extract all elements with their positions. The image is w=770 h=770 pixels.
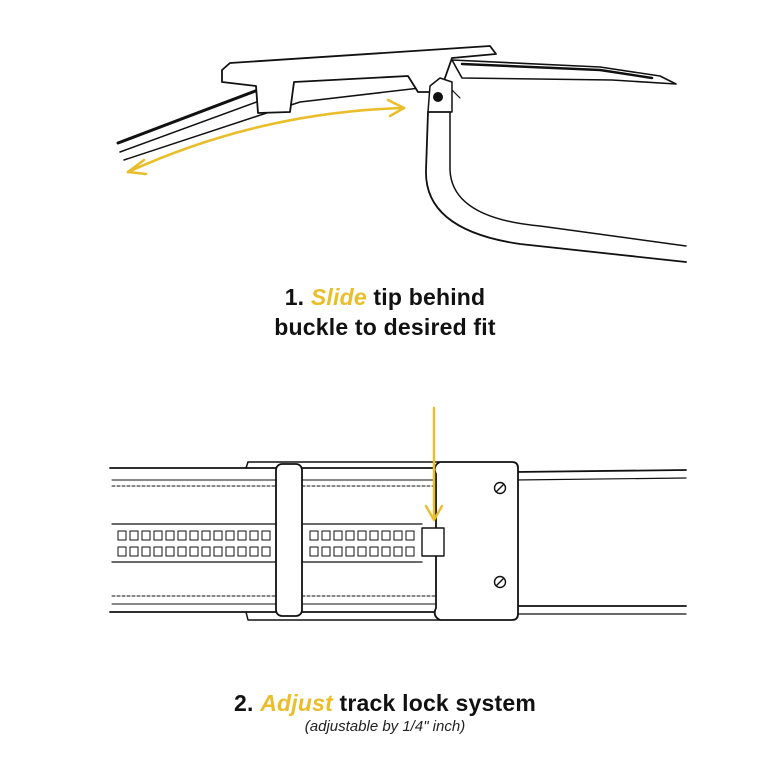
pivot-pin xyxy=(433,92,443,102)
step-1-rest: tip behind xyxy=(366,284,486,310)
track-hole xyxy=(225,530,235,541)
strap-loop-outer xyxy=(425,111,687,263)
track-hole xyxy=(357,530,367,541)
track-hole xyxy=(345,530,355,541)
step-2-caption: 2. Adjust track lock system xyxy=(0,688,770,718)
slide-tip-illustration xyxy=(0,0,770,270)
track-hole xyxy=(201,546,211,557)
track-hole xyxy=(345,546,355,557)
track-holes xyxy=(117,530,415,557)
belt-keeper xyxy=(275,463,303,617)
track-hole xyxy=(249,546,259,557)
track-hole xyxy=(117,546,127,557)
step-1-caption: 1. Slide tip behind buckle to desired fi… xyxy=(0,282,770,342)
buckle-body xyxy=(221,45,497,114)
track-hole xyxy=(201,530,211,541)
track-hole xyxy=(261,530,271,541)
front-strap xyxy=(451,59,677,85)
strap-top-edge xyxy=(116,88,260,145)
track-hole xyxy=(321,530,331,541)
track-hole xyxy=(141,530,151,541)
track-hole xyxy=(189,546,199,557)
track-hole xyxy=(165,546,175,557)
track-hole xyxy=(129,530,139,541)
track-hole xyxy=(381,530,391,541)
track-hole xyxy=(381,546,391,557)
step-2-verb: Adjust xyxy=(260,690,333,716)
belt-top-edge-right-2 xyxy=(514,477,687,481)
track-hole xyxy=(369,530,379,541)
strap-inner-edge xyxy=(119,99,263,153)
track-hole xyxy=(141,546,151,557)
step-2-rest: track lock system xyxy=(332,690,536,716)
track-hole xyxy=(213,530,223,541)
strap-bottom-edge xyxy=(123,87,421,161)
track-hole xyxy=(333,530,343,541)
track-hole xyxy=(357,546,367,557)
step-2-number: 2. xyxy=(234,690,254,716)
track-hole xyxy=(309,530,319,541)
track-hole xyxy=(153,530,163,541)
track-hole xyxy=(393,546,403,557)
belt-top-edge-right xyxy=(514,469,687,473)
buckle-back-bottom xyxy=(245,611,441,621)
track-hole xyxy=(225,546,235,557)
track-hole xyxy=(165,530,175,541)
front-strap-shadow xyxy=(460,62,654,80)
track-strip xyxy=(111,523,423,563)
track-hole xyxy=(405,546,415,557)
track-hole xyxy=(177,530,187,541)
track-hole xyxy=(261,546,271,557)
track-hole xyxy=(405,530,415,541)
down-arrow-icon xyxy=(424,406,444,522)
lock-tab xyxy=(421,527,445,557)
track-hole xyxy=(189,530,199,541)
step-1-verb: Slide xyxy=(310,284,367,310)
track-lock-illustration xyxy=(0,400,770,640)
track-hole xyxy=(369,546,379,557)
track-hole xyxy=(321,546,331,557)
track-hole xyxy=(333,546,343,557)
track-hole xyxy=(309,546,319,557)
track-hole xyxy=(249,530,259,541)
track-hole xyxy=(117,530,127,541)
hinge-latch xyxy=(451,89,461,99)
track-hole xyxy=(393,530,403,541)
step-2-note: (adjustable by 1/4" inch) xyxy=(304,718,466,735)
track-hole xyxy=(153,546,163,557)
step-1-line2: buckle to desired fit xyxy=(274,314,496,340)
track-hole xyxy=(213,546,223,557)
screw-icon xyxy=(493,481,507,589)
step-1-number: 1. xyxy=(284,284,305,310)
strap-loop-inner xyxy=(449,111,687,247)
track-hole xyxy=(129,546,139,557)
track-hole xyxy=(237,546,247,557)
double-arrow-icon xyxy=(126,98,406,176)
track-hole xyxy=(237,530,247,541)
buckle-back-top xyxy=(245,461,441,469)
track-hole xyxy=(177,546,187,557)
